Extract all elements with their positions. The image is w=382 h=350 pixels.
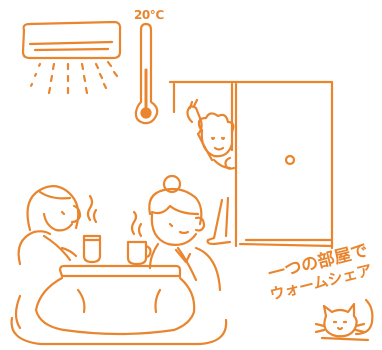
thermometer-reading: 20℃ bbox=[134, 8, 164, 22]
air-conditioner-icon bbox=[21, 20, 122, 95]
child-figure bbox=[186, 98, 236, 246]
cat-icon bbox=[314, 298, 374, 342]
right-cup bbox=[126, 210, 152, 266]
kotatsu-table bbox=[10, 264, 228, 346]
right-person bbox=[148, 174, 222, 292]
sliding-door-icon bbox=[168, 80, 334, 250]
left-cup bbox=[82, 194, 102, 264]
thermometer-icon bbox=[134, 22, 159, 125]
left-person bbox=[17, 185, 82, 266]
